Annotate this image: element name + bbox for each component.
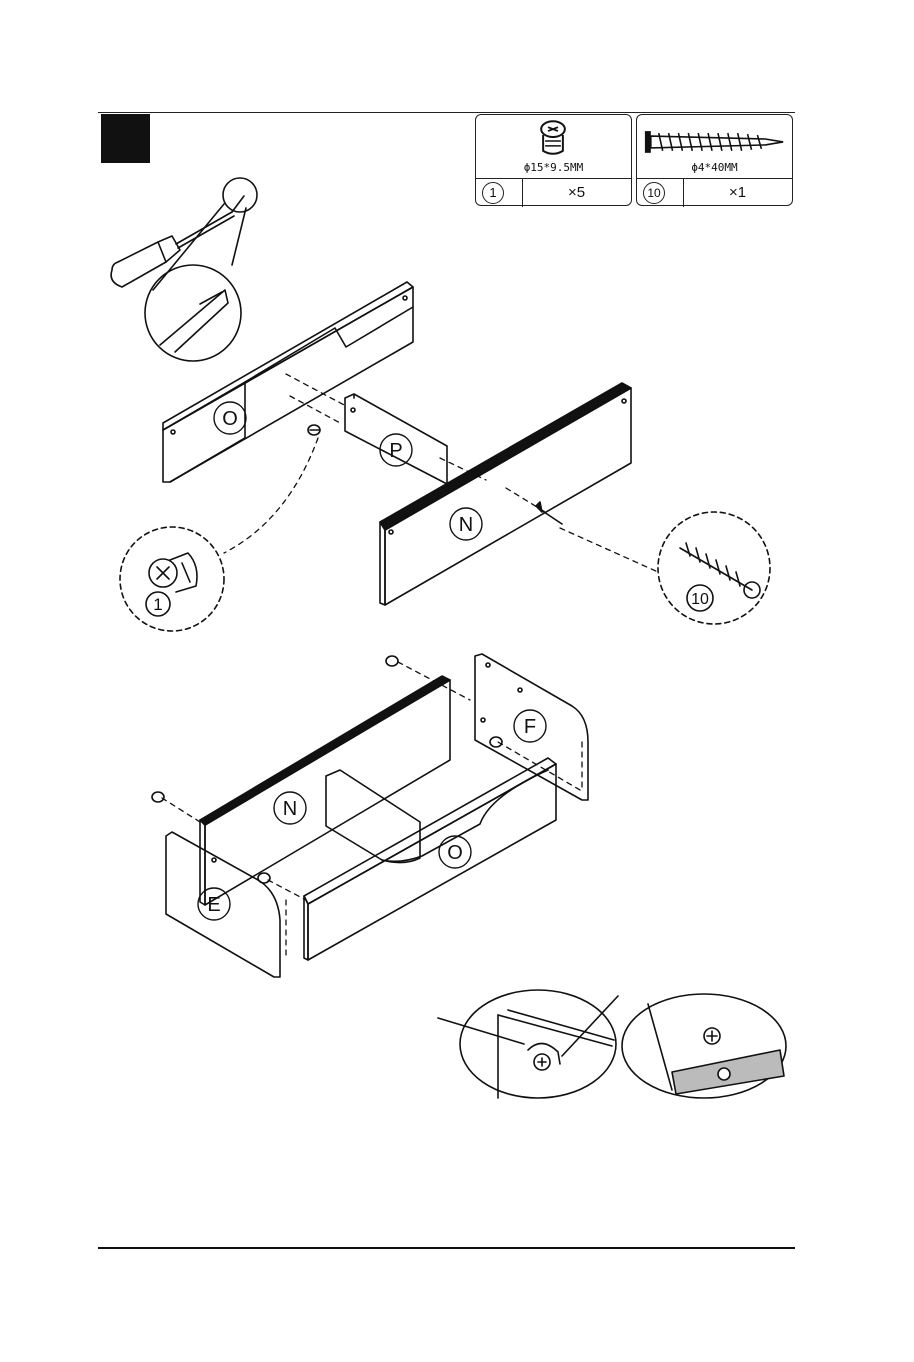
panel-n-top: [380, 383, 631, 605]
panel-n-bottom: [200, 676, 450, 905]
label-callout-screw: 10: [691, 591, 709, 608]
label-panel-n-bottom: N: [283, 798, 297, 820]
panel-p: [345, 394, 447, 484]
panel-o-bottom: [304, 758, 556, 960]
detail-edge-callout: [622, 994, 786, 1098]
label-panel-e: E: [207, 894, 220, 916]
bottom-rule: [98, 1247, 795, 1249]
cam-lock-top: [308, 425, 320, 435]
cam-lock-callout: [120, 527, 224, 631]
screwdriver-icon: [111, 178, 257, 361]
label-panel-o-top: O: [222, 408, 238, 430]
panel-o-top: [163, 282, 413, 482]
label-panel-o-bottom: O: [447, 842, 463, 864]
label-callout-cam: 1: [153, 595, 162, 614]
panel-e: [166, 832, 280, 977]
screw-callout: [658, 512, 770, 624]
label-panel-f: F: [524, 716, 536, 738]
detail-rotate-callout: [438, 990, 618, 1098]
label-panel-p: P: [389, 440, 402, 462]
label-panel-n-top: N: [459, 514, 473, 536]
